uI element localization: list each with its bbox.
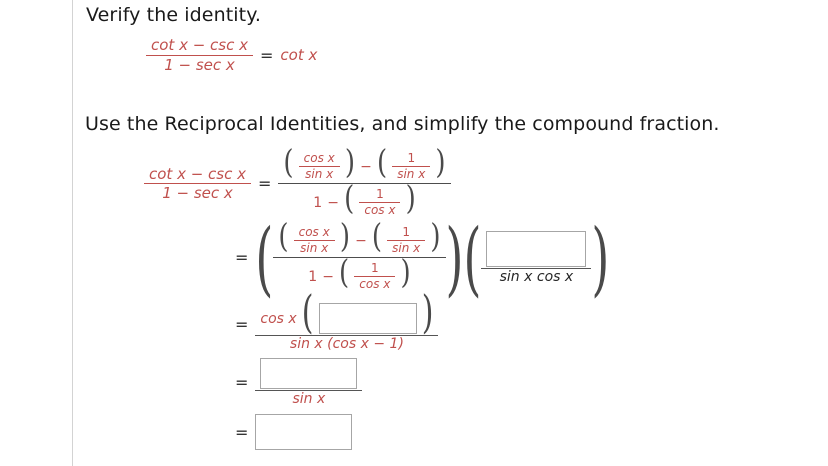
lparen-icon: ( — [301, 287, 314, 340]
step-2-f1-num-term-1-numerator: cos x — [298, 224, 330, 239]
step-2-f1-num-term-1-bar — [293, 240, 335, 241]
step-1-num-term-1: cos x sin x — [298, 150, 340, 183]
step-5-answer-input[interactable] — [255, 414, 353, 450]
rparen-icon: ) — [339, 218, 350, 256]
step-2-f1-numerator: ( cos x sin x ) − ( 1 sin x ) — [273, 218, 445, 257]
step-1-equals-sign: = — [258, 174, 272, 194]
step-2-factor-2: sin x cos x — [481, 230, 592, 287]
step-3-numerator-input[interactable] — [318, 303, 417, 334]
step-2-f1-num-term-1-denominator: sin x — [300, 241, 329, 255]
step-1-left-fraction: cot x − csc x 1 − sec x — [144, 164, 252, 204]
step-2-f1-num-term-2-denominator: sin x — [392, 241, 421, 255]
page-title: Verify the identity. — [86, 4, 261, 26]
lparen-icon: ( — [283, 144, 294, 182]
step-2-f1-main-bar — [273, 257, 446, 259]
step-1-num-term-1-numerator: cos x — [303, 150, 335, 165]
rparen-icon: ) — [445, 210, 464, 306]
step-1-den-term-denominator: cos x — [364, 203, 396, 218]
step-2-f1-num-term-2-bar — [387, 240, 426, 241]
identity-equals-sign: = — [260, 45, 274, 65]
step-4-denominator: sin x — [292, 391, 326, 407]
step-4-numerator-input[interactable] — [260, 358, 358, 389]
identity-fraction: cot x − csc x 1 − sec x — [146, 36, 254, 75]
step-3-fraction-bar — [255, 335, 439, 336]
step-2-f2-numerator-cell — [481, 230, 591, 268]
step-3-equals-sign: = — [235, 315, 249, 335]
step-2-f2-denominator: sin x cos x — [499, 268, 574, 285]
step-3-numerator-prefix: cos x — [260, 311, 297, 327]
given-identity: cot x − csc x 1 − sec x = cot x — [146, 36, 317, 75]
step-1-denominator: 1 − ( 1 cos x ) — [308, 180, 420, 219]
step-1-left-fraction-bar — [144, 183, 252, 185]
identity-fraction-bar — [146, 54, 254, 56]
step-2-f2-fraction-bar — [481, 267, 592, 269]
step-1-den-lead: 1 — [313, 195, 323, 212]
step-2-f1-den-term-bar — [354, 276, 396, 278]
step-5-row: = — [228, 414, 353, 450]
lparen-icon: ( — [371, 218, 383, 256]
step-3-fraction: cos x ( ) sin x (cos x − 1) — [255, 288, 439, 354]
rparen-icon: ) — [435, 144, 446, 182]
lparen-icon: ( — [376, 144, 388, 182]
lparen-icon: ( — [278, 218, 289, 256]
step-1-left-numerator: cot x − csc x — [149, 164, 247, 183]
rparen-icon: ) — [344, 144, 356, 182]
step-1-left-denominator: 1 − sec x — [162, 184, 233, 203]
step-3-denominator: sin x (cos x − 1) — [289, 336, 404, 352]
problem-content: Verify the identity. cot x − csc x 1 − s… — [73, 0, 828, 466]
step-2-f1-den-lead: 1 — [308, 269, 318, 286]
rparen-icon: ) — [430, 218, 441, 256]
step-2-f1-num-term-2-numerator: 1 — [402, 224, 411, 239]
step-2-row: = ( ( cos x sin x ) − ( 1 sin x ) — [228, 211, 609, 306]
step-4-fraction-bar — [255, 390, 363, 391]
step-1-den-operator: − — [327, 195, 340, 212]
lparen-icon: ( — [339, 254, 350, 293]
step-1-row: cot x − csc x 1 − sec x = ( cos x sin x … — [144, 144, 451, 220]
lparen-icon: ( — [255, 210, 274, 306]
step-1-num-term-2-denominator: sin x — [397, 167, 426, 181]
gutter-divider — [72, 0, 73, 466]
step-2-f1-num-term-1: cos x sin x — [293, 224, 335, 257]
identity-numerator: cot x − csc x — [151, 36, 249, 54]
step-1-den-term-numerator: 1 — [376, 187, 384, 201]
step-2-factor-1: ( cos x sin x ) − ( 1 sin x ) 1 — [273, 218, 446, 294]
step-2-f1-num-operator: − — [355, 233, 367, 249]
instruction-reciprocal-identities: Use the Reciprocal Identities, and simpl… — [85, 113, 720, 135]
step-1-num-operator: − — [360, 159, 372, 175]
rparen-icon: ) — [400, 254, 411, 293]
step-2-f1-den-term-numerator: 1 — [371, 261, 379, 275]
step-1-num-term-2-numerator: 1 — [407, 150, 416, 165]
step-4-row: = sin x — [228, 357, 363, 409]
rparen-icon: ) — [591, 210, 610, 306]
rparen-icon: ) — [421, 287, 434, 340]
step-2-numerator-input[interactable] — [486, 230, 587, 267]
step-1-main-fraction-bar — [278, 183, 451, 185]
identity-right-side: cot x — [280, 46, 318, 65]
lparen-icon: ( — [463, 210, 482, 306]
step-5-equals-sign: = — [235, 422, 249, 442]
step-2-f1-den-term: 1 cos x — [354, 261, 396, 293]
step-1-numerator: ( cos x sin x ) − ( 1 sin x ) — [278, 144, 450, 183]
step-2-f1-den-term-denominator: cos x — [359, 277, 391, 292]
step-4-equals-sign: = — [235, 373, 249, 393]
step-1-compound-fraction: ( cos x sin x ) − ( 1 sin x ) 1 — [278, 144, 451, 220]
step-2-equals-sign: = — [235, 248, 249, 268]
step-2-f1-den-operator: − — [322, 269, 334, 286]
step-1-num-term-1-denominator: sin x — [305, 167, 334, 181]
step-1-num-term-2-bar — [392, 166, 431, 167]
step-3-row: = cos x ( ) sin x (cos x − 1) — [228, 288, 439, 354]
step-4-fraction: sin x — [255, 357, 363, 409]
rparen-icon: ) — [405, 180, 416, 219]
identity-denominator: 1 − sec x — [164, 55, 235, 74]
step-1-num-term-1-bar — [298, 166, 340, 167]
step-2-f1-denominator: 1 − ( 1 cos x ) — [303, 254, 415, 293]
lparen-icon: ( — [344, 180, 355, 219]
step-4-numerator-cell — [255, 357, 362, 390]
step-1-num-term-2: 1 sin x — [392, 150, 431, 183]
left-gutter — [0, 0, 72, 466]
step-1-den-term-bar — [359, 202, 401, 204]
step-2-f1-num-term-2: 1 sin x — [387, 224, 426, 257]
step-3-numerator: cos x ( ) — [255, 288, 438, 338]
step-1-den-term: 1 cos x — [359, 187, 401, 219]
